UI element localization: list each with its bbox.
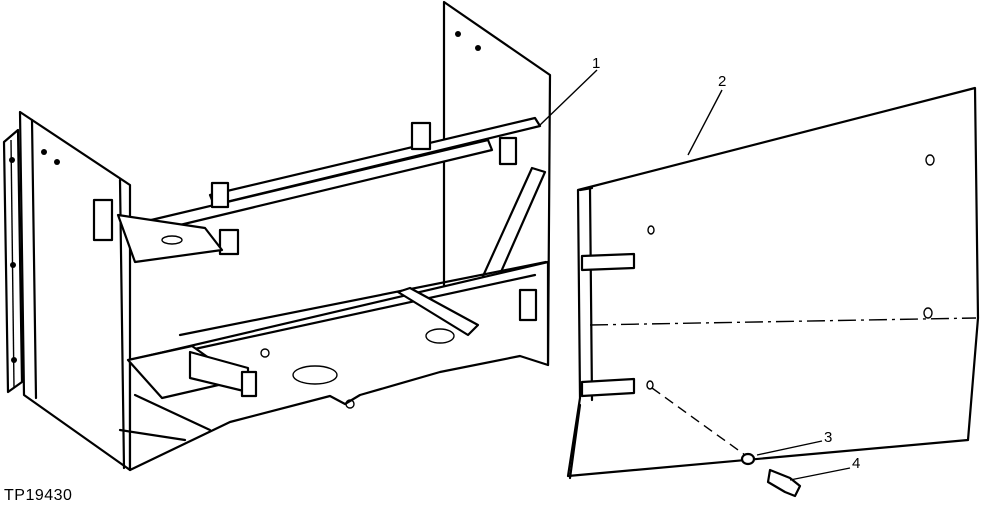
upper-front-rail: [128, 138, 494, 238]
hold-down-strap: [396, 286, 480, 337]
clip: [518, 288, 538, 322]
left-side-plate: [18, 110, 132, 472]
clip: [218, 228, 240, 256]
panel-tab: [580, 377, 636, 398]
clip: [240, 370, 258, 398]
panel-tab: [580, 252, 636, 272]
callout-4: 4: [852, 455, 860, 472]
cover-panel-outline: [566, 86, 980, 478]
cap-screw-icon: [766, 468, 802, 498]
clip: [210, 181, 230, 209]
clip: [410, 121, 432, 151]
leader-lines: [539, 69, 851, 481]
callout-2: 2: [718, 73, 726, 90]
lock-washer-icon: [740, 452, 756, 466]
callout-1: 1: [592, 55, 600, 72]
battery-box-frame: [2, 0, 552, 472]
battery-cover-panel: [566, 86, 980, 480]
clip: [92, 198, 114, 242]
clip: [498, 136, 518, 166]
hardware: [651, 387, 802, 498]
top-bracket: [116, 213, 224, 264]
figure-code: TP19430: [4, 487, 72, 504]
callout-3: 3: [824, 429, 832, 446]
